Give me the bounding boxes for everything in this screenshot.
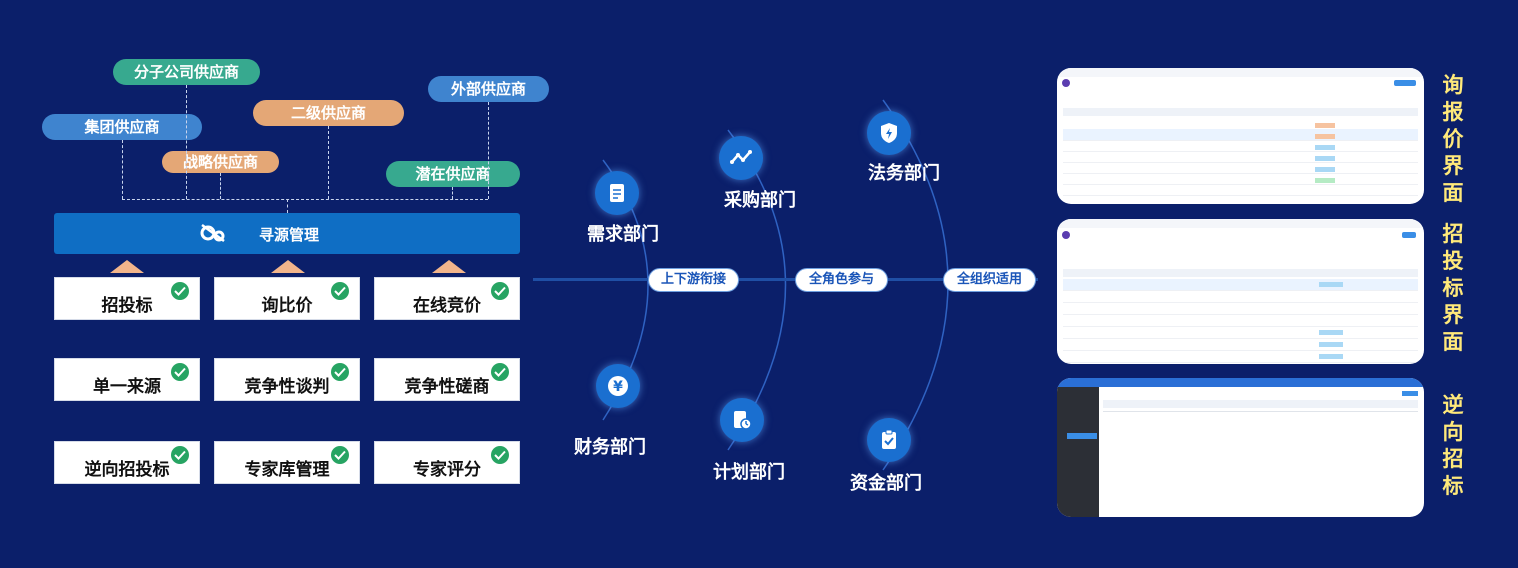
dept-funds: 资金部门 <box>850 473 922 494</box>
document-icon <box>595 171 639 215</box>
method-label: 逆向招投标 <box>84 460 170 480</box>
method-card[interactable]: 询比价 <box>214 277 360 320</box>
method-card[interactable]: 竞争性磋商 <box>374 358 520 401</box>
connector-line <box>220 173 221 199</box>
sourcing-title: 寻源管理 <box>259 226 320 244</box>
check-icon <box>171 446 189 464</box>
supplier-external: 外部供应商 <box>428 76 549 102</box>
method-card[interactable]: 专家评分 <box>374 441 520 484</box>
method-card[interactable]: 单一来源 <box>54 358 200 401</box>
method-label: 竞争性谈判 <box>244 377 330 397</box>
up-arrow-icon <box>432 260 466 273</box>
trend-icon <box>719 136 763 180</box>
method-card[interactable]: 在线竞价 <box>374 277 520 320</box>
flow-line <box>533 278 1038 281</box>
dept-finance: 财务部门 <box>574 437 646 458</box>
method-label: 招投标 <box>101 296 153 316</box>
up-arrow-icon <box>271 260 305 273</box>
tag-all-roles: 全角色参与 <box>795 268 888 292</box>
tag-all-orgs: 全组织适用 <box>943 268 1036 292</box>
sourcing-logo-icon <box>200 223 225 243</box>
bidding-screenshot <box>1057 219 1424 364</box>
method-label: 询比价 <box>261 296 313 316</box>
check-icon <box>331 282 349 300</box>
up-arrow-icon <box>110 260 144 273</box>
label-inquiry: 询报价界面 <box>1442 73 1464 205</box>
svg-text:¥: ¥ <box>613 379 623 395</box>
method-label: 单一来源 <box>93 377 161 397</box>
connector-line <box>488 102 489 199</box>
connector-line <box>122 140 123 199</box>
connector-line <box>287 199 288 213</box>
plan-clock-icon <box>720 398 764 442</box>
label-bidding: 招投标界面 <box>1442 222 1464 354</box>
connector-line <box>122 199 488 200</box>
dept-purchase: 采购部门 <box>724 190 796 211</box>
method-label: 竞争性磋商 <box>404 377 490 397</box>
shield-icon <box>867 111 911 155</box>
method-card[interactable]: 逆向招投标 <box>54 441 200 484</box>
check-icon <box>171 282 189 300</box>
inquiry-screenshot <box>1057 68 1424 204</box>
method-card[interactable]: 招投标 <box>54 277 200 320</box>
check-icon <box>491 446 509 464</box>
method-card[interactable]: 竞争性谈判 <box>214 358 360 401</box>
supplier-subsidiary: 分子公司供应商 <box>113 59 260 85</box>
connector-line <box>452 187 453 199</box>
check-icon <box>491 363 509 381</box>
sourcing-management-bar[interactable]: 寻源管理 <box>54 213 520 254</box>
label-reverse: 逆向招标 <box>1442 393 1464 498</box>
check-icon <box>331 363 349 381</box>
supplier-strategic: 战略供应商 <box>162 151 279 173</box>
dept-demand: 需求部门 <box>587 224 659 245</box>
supplier-secondary: 二级供应商 <box>253 100 404 126</box>
dept-plan: 计划部门 <box>713 462 785 483</box>
method-card[interactable]: 专家库管理 <box>214 441 360 484</box>
supplier-potential: 潜在供应商 <box>386 161 520 187</box>
check-icon <box>331 446 349 464</box>
method-label: 专家评分 <box>413 460 481 480</box>
tag-upstream-downstream: 上下游衔接 <box>648 268 739 292</box>
reverse-bidding-screenshot <box>1057 378 1424 517</box>
yen-icon: ¥ <box>596 364 640 408</box>
method-label: 在线竞价 <box>413 296 481 316</box>
supplier-group: 集团供应商 <box>42 114 202 140</box>
method-label: 专家库管理 <box>244 460 330 480</box>
check-icon <box>171 363 189 381</box>
check-icon <box>491 282 509 300</box>
connector-line <box>328 126 329 199</box>
connector-line <box>186 85 187 199</box>
clipboard-check-icon <box>867 418 911 462</box>
dept-legal: 法务部门 <box>868 163 940 184</box>
